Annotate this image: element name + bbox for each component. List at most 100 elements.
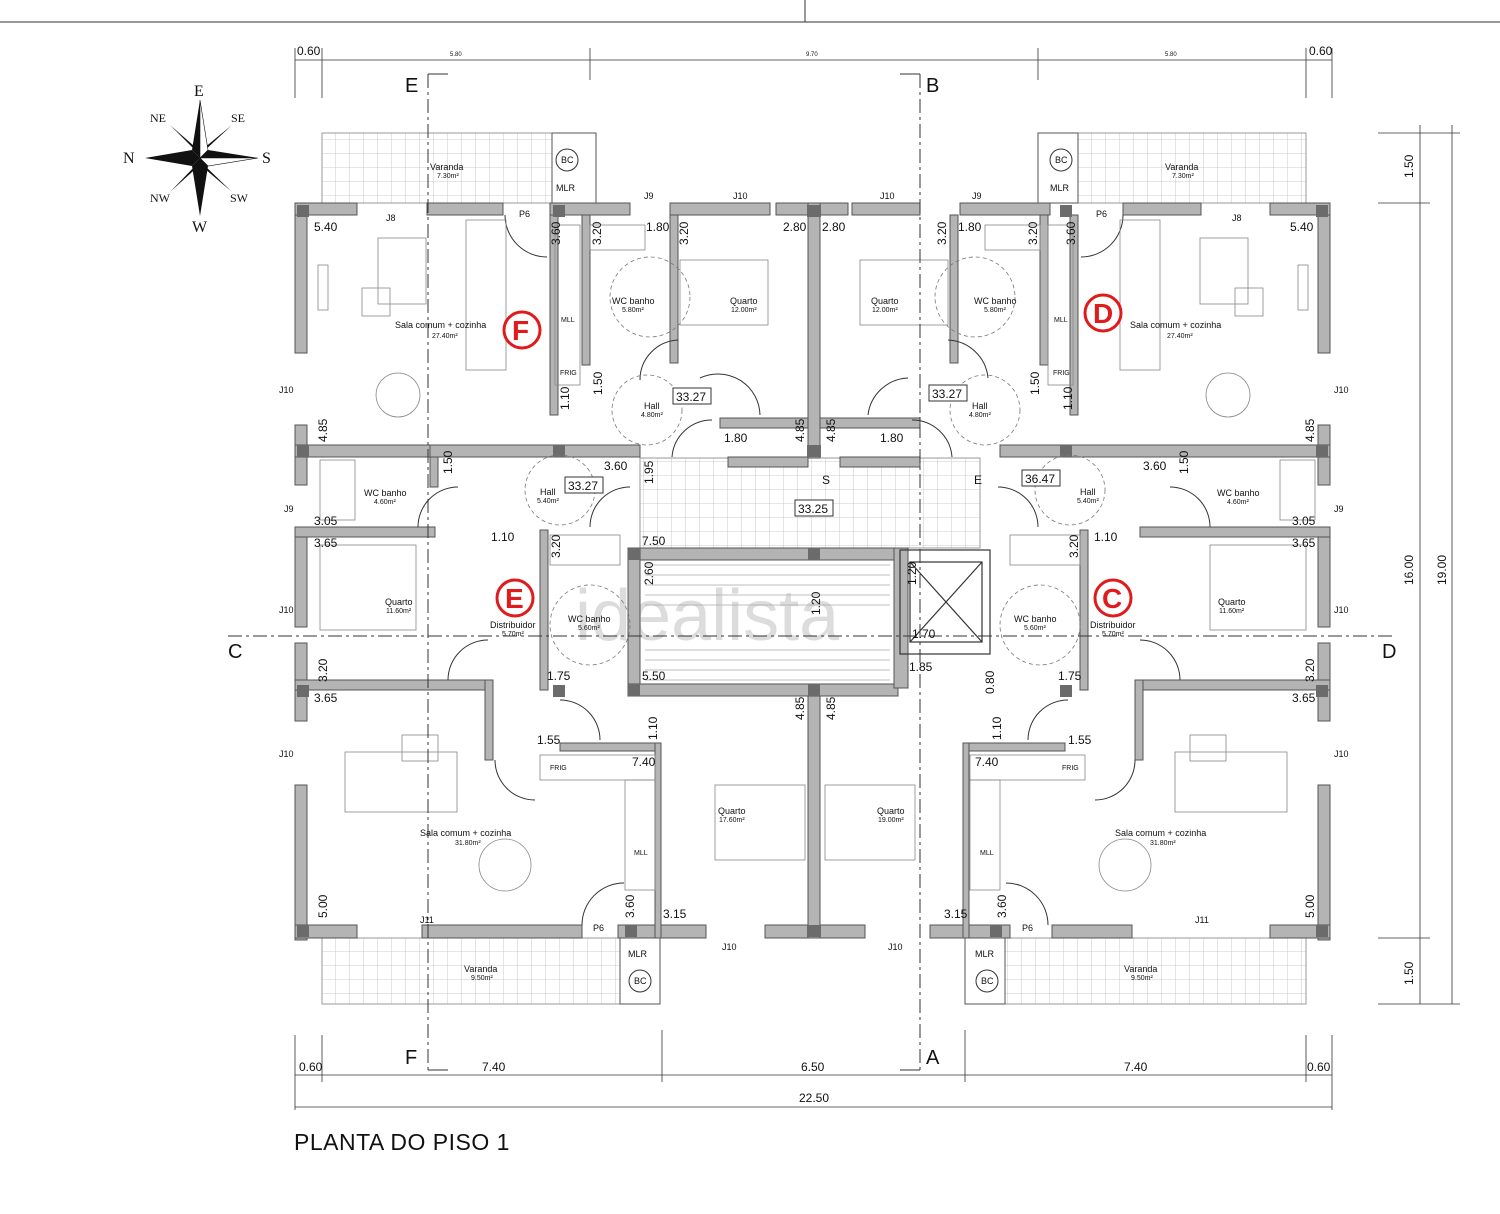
walls <box>294 132 1331 1005</box>
code-bc: BC <box>634 976 647 986</box>
dim-label: 3.20 <box>677 221 691 245</box>
dim-label: 3.20 <box>1026 221 1040 245</box>
dim-label: 3.65 <box>1292 691 1316 705</box>
dim-label: 2.60 <box>642 561 656 585</box>
code-e-landing: E <box>974 473 982 487</box>
code-bc: BC <box>561 155 574 165</box>
dim-label: 1.75 <box>1058 669 1082 683</box>
dim-label: 5.40 <box>1290 220 1314 234</box>
room-area: 27.40m² <box>432 333 458 340</box>
dim-label: 1.10 <box>558 386 572 410</box>
room-label: WC banho <box>612 296 655 306</box>
boiler-circles <box>555 148 1073 993</box>
code-p6: P6 <box>519 209 530 219</box>
dim-label: 1.50 <box>1402 154 1416 178</box>
area-box-stair: 33.25 <box>798 502 828 516</box>
dim-label: 4.85 <box>1303 418 1317 442</box>
dim-label: 3.20 <box>1303 658 1317 682</box>
balcony-bottom-left <box>321 937 623 1005</box>
area-box-top-right: 33.27 <box>932 387 962 401</box>
code-frig: FRIG <box>1053 370 1070 377</box>
dimension-lines <box>294 48 1460 1110</box>
dim-label: 0.60 <box>299 1060 323 1074</box>
code-j10: J10 <box>279 385 294 395</box>
room-label: Hall <box>540 487 556 497</box>
dim-label: 1.20 <box>905 561 919 585</box>
dim-label: 1.20 <box>809 591 823 615</box>
room-area: 5.70m² <box>502 631 524 638</box>
dim-label: 3.60 <box>604 459 628 473</box>
code-j11: J11 <box>1195 915 1209 925</box>
dim-label: 1.50 <box>441 450 455 474</box>
balcony-bottom-right <box>999 937 1307 1005</box>
sheet-frame <box>0 0 1500 23</box>
room-label: Quarto <box>718 806 746 816</box>
dim-label: 3.20 <box>316 658 330 682</box>
room-label: Sala comum + cozinha <box>1115 828 1206 838</box>
room-area: 17.60m² <box>719 817 745 824</box>
dim-label: 7.40 <box>482 1060 506 1074</box>
room-label: Hall <box>972 401 988 411</box>
dim-label: 0.60 <box>297 44 321 58</box>
room-area: 5.40m² <box>1077 498 1099 505</box>
code-j8: J8 <box>1232 213 1242 223</box>
code-j9: J9 <box>284 504 294 514</box>
room-label: Distribuidor <box>1090 620 1136 630</box>
dim-label: 3.60 <box>549 221 563 245</box>
balconies <box>321 132 1307 1005</box>
elevator <box>899 549 991 655</box>
dim-label: 2.80 <box>783 220 807 234</box>
watermark: idealista <box>575 576 840 656</box>
dim-label: 1.10 <box>491 530 515 544</box>
dim-label: 1.85 <box>909 660 933 674</box>
balcony-top-right <box>1077 132 1307 204</box>
code-frig: FRIG <box>1062 765 1079 772</box>
room-area: 5.70m² <box>1102 631 1124 638</box>
room-label: Hall <box>1080 487 1096 497</box>
room-label: WC banho <box>1217 488 1260 498</box>
area-boxes <box>564 384 1061 517</box>
section-lines <box>228 73 1395 1071</box>
room-label: WC banho <box>1014 614 1057 624</box>
dim-label: 2.80 <box>822 220 846 234</box>
code-mll: MLL <box>634 850 648 857</box>
room-area: 11.60m² <box>1219 608 1245 615</box>
code-j10: J10 <box>1334 385 1349 395</box>
dim-label: 1.80 <box>958 220 982 234</box>
room-label: Hall <box>644 401 660 411</box>
staircase <box>645 564 890 681</box>
dim-label: 4.85 <box>824 418 838 442</box>
room-label: WC banho <box>974 296 1017 306</box>
dim-label: 1.55 <box>1068 733 1092 747</box>
code-j9: J9 <box>972 191 982 201</box>
svg-text:D: D <box>1093 298 1113 329</box>
dim-label: 3.20 <box>549 534 563 558</box>
code-p6: P6 <box>593 923 604 933</box>
room-label: Sala comum + cozinha <box>395 320 486 330</box>
dim-label: 5.50 <box>642 669 666 683</box>
pillars <box>297 205 1328 937</box>
compass-label-w: W <box>192 219 208 236</box>
compass-rose <box>145 99 259 216</box>
code-j9: J9 <box>1334 504 1344 514</box>
dim-label: 7.40 <box>632 755 656 769</box>
code-j8: J8 <box>386 213 396 223</box>
code-s: S <box>822 473 830 487</box>
code-bc: BC <box>1055 155 1068 165</box>
compass-label-s: S <box>262 150 271 167</box>
dim-label: 1.75 <box>547 669 571 683</box>
room-area: 11.60m² <box>386 608 412 615</box>
code-mll: MLL <box>1054 317 1068 324</box>
code-mll: MLL <box>980 850 994 857</box>
room-area: 4.60m² <box>374 499 396 506</box>
code-p6: P6 <box>1022 923 1033 933</box>
room-area: 12.00m² <box>731 307 757 314</box>
room-area: 5.80m² <box>622 307 644 314</box>
unit-marker-f: F <box>502 310 542 350</box>
section-mark-a: A <box>926 1047 940 1069</box>
dim-label: 5.80 <box>1165 52 1177 58</box>
room-area: 5.60m² <box>578 625 600 632</box>
dim-label: 5.00 <box>1303 894 1317 918</box>
compass-label-sw: SW <box>230 191 249 205</box>
